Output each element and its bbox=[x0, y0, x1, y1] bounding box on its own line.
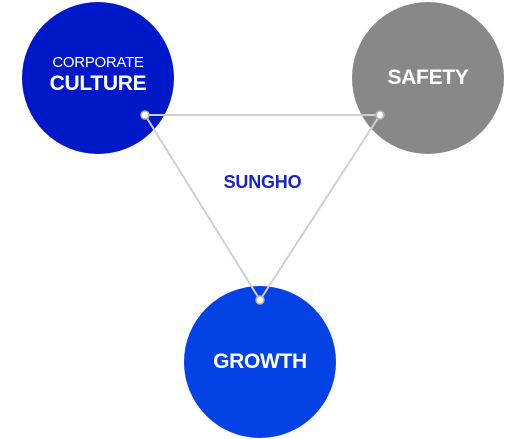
culture-connector-dot bbox=[140, 110, 150, 120]
safety-circle: SAFETY bbox=[352, 2, 504, 154]
corporate-culture-label-line1: CORPORATE bbox=[52, 54, 144, 71]
corporate-culture-label-line2: CULTURE bbox=[49, 72, 147, 95]
safety-connector-dot bbox=[375, 110, 385, 120]
growth-connector-dot bbox=[255, 295, 265, 305]
safety-label: SAFETY bbox=[387, 66, 469, 89]
corporate-culture-circle: CORPORATE CULTURE bbox=[22, 2, 174, 154]
growth-circle: GROWTH bbox=[184, 286, 336, 438]
growth-label: GROWTH bbox=[213, 350, 307, 373]
center-label: SUNGHO bbox=[223, 172, 302, 192]
triangle-outline bbox=[143, 114, 382, 302]
